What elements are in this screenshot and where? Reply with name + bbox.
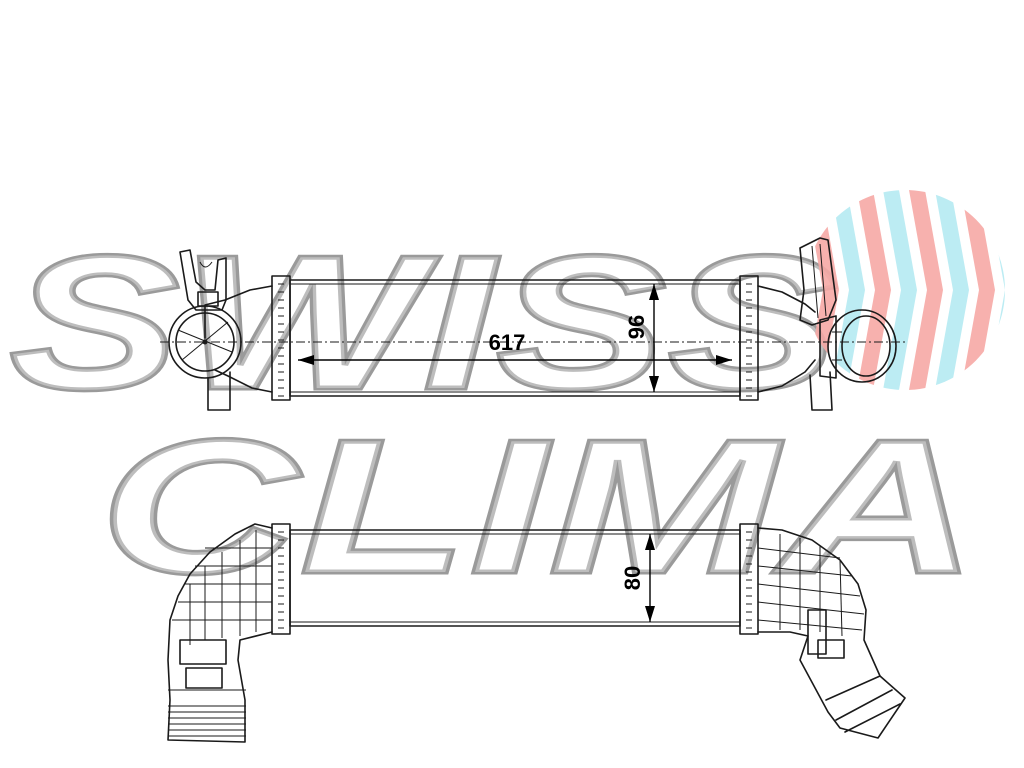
depth-dimension-label: 80 bbox=[620, 566, 645, 590]
depth-dimension: 80 bbox=[620, 534, 655, 622]
side-left-elbow bbox=[167, 523, 273, 743]
top-right-lower-bracket bbox=[809, 371, 833, 411]
swiss-clima-logo bbox=[805, 190, 1005, 390]
top-left-tank bbox=[204, 285, 273, 393]
length-dimension-label: 617 bbox=[489, 330, 526, 355]
swiss-clima-watermark: SWISS CLIMA bbox=[8, 190, 1005, 616]
top-view: 617 96 bbox=[160, 237, 905, 411]
top-right-outlet bbox=[819, 309, 897, 383]
top-right-bracket bbox=[799, 237, 837, 326]
length-dimension: 617 bbox=[298, 330, 732, 365]
top-right-header bbox=[739, 275, 759, 401]
header-rivets bbox=[278, 531, 284, 629]
side-right-elbow bbox=[757, 527, 906, 739]
logo-stripes bbox=[805, 190, 1005, 390]
header-rivets bbox=[278, 283, 284, 397]
top-right-tank bbox=[757, 285, 816, 393]
watermark-line-1: SWISS bbox=[10, 217, 840, 429]
header-rivets bbox=[746, 531, 752, 629]
top-left-header bbox=[271, 275, 291, 401]
hose-ribs bbox=[168, 705, 246, 737]
header-rivets bbox=[746, 283, 752, 397]
side-view: 80 bbox=[167, 523, 906, 743]
side-right-header bbox=[739, 523, 759, 635]
top-left-bracket bbox=[179, 249, 227, 311]
width-dimension-label: 96 bbox=[624, 315, 649, 339]
watermark-line-2: CLIMA bbox=[100, 401, 980, 613]
width-dimension: 96 bbox=[624, 284, 659, 392]
top-left-lower-bracket bbox=[207, 371, 231, 411]
side-left-header bbox=[271, 523, 291, 635]
